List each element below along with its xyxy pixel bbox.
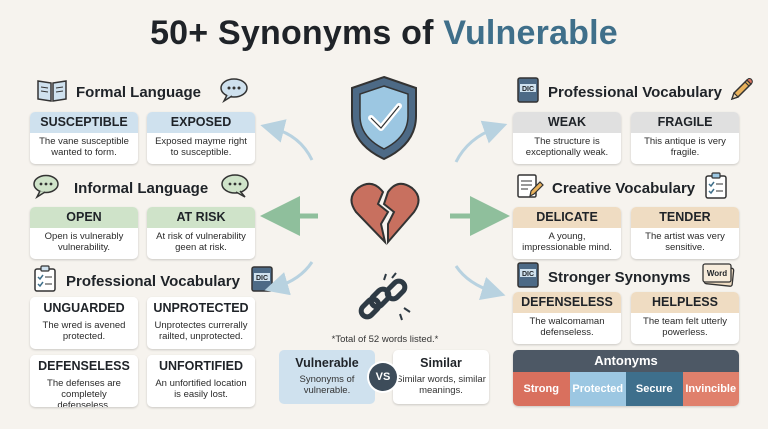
compare-similar-box: Similar Similar words, similar meanings. — [393, 350, 489, 404]
card-desc: Exposed mayme right to susceptible. — [155, 136, 247, 158]
card-word: HELPLESS — [631, 292, 739, 313]
pencil-icon — [728, 77, 754, 107]
card-desc: This antique is very fragile. — [644, 136, 726, 158]
synonym-card: UNGUARDED The wred is avened protected. — [30, 297, 138, 349]
title-accent: Vulnerable — [443, 14, 618, 52]
antonym-item: Invincible — [682, 372, 739, 406]
synonym-card: OPEN Open is vulnerably vulnerability. — [30, 207, 138, 259]
broken-heart-icon — [348, 180, 422, 251]
stronger-section-header: DIC Stronger Synonyms Word — [516, 262, 735, 292]
card-word: TENDER — [631, 207, 739, 228]
card-desc: Unprotectes currerally railted, unprotec… — [154, 320, 248, 342]
arrow-professional — [264, 261, 314, 296]
card-desc: At risk of vulnerability geen at risk. — [156, 231, 246, 253]
creative-section-header: Creative Vocabulary — [516, 172, 729, 204]
clipboard-icon — [703, 172, 729, 204]
card-desc: The artist was very sensitive. — [645, 231, 725, 253]
formal-section-header: Formal Language — [36, 77, 249, 107]
compare-left-title: Vulnerable — [295, 356, 359, 370]
informal-section-title: Informal Language — [74, 179, 209, 197]
professional-right-section-title: Professional Vocabulary — [548, 83, 722, 101]
arrow-stronger — [454, 265, 506, 300]
informal-section-header: Informal Language — [32, 173, 252, 203]
book-icon — [36, 77, 68, 107]
synonym-card: TENDER The artist was very sensitive. — [631, 207, 739, 259]
card-word: UNGUARDED — [30, 297, 138, 317]
card-desc: The structure is exceptionally weak. — [525, 136, 609, 158]
card-word: UNFORTIFIED — [147, 355, 255, 375]
card-word: DEFENSELESS — [30, 355, 138, 375]
arrow-professional-right — [454, 120, 508, 163]
card-desc: Open is vulnerably vulnerability. — [44, 231, 124, 253]
card-desc: The defenses are completely defenseless. — [47, 378, 121, 407]
card-word: AT RISK — [147, 207, 255, 228]
broken-chain-icon — [356, 272, 416, 331]
card-word: SUSCEPTIBLE — [30, 112, 138, 133]
professional-left-section-title: Professional Vocabulary — [66, 272, 240, 290]
dic-label: DIC — [256, 275, 268, 282]
speech-bubble-icon — [32, 173, 66, 203]
synonym-card: DEFENSELESS The defenses are completely … — [30, 355, 138, 407]
synonym-card: UNFORTIFIED An unfortified location is e… — [147, 355, 255, 407]
card-desc: The walcomaman defenseless. — [529, 316, 605, 338]
card-desc: An unfortified location is easily lost. — [155, 378, 247, 400]
card-desc: A young, impressionable mind. — [522, 231, 612, 253]
stronger-section-title: Stronger Synonyms — [548, 268, 691, 286]
document-pencil-icon — [516, 172, 544, 204]
card-desc: The team felt utterly powerless. — [643, 316, 727, 338]
antonyms-row: Strong Protected Secure Invincible — [513, 372, 739, 406]
card-word: EXPOSED — [147, 112, 255, 133]
dictionary-icon: DIC — [516, 261, 540, 293]
compare-right-desc: Similar words, similar meanings. — [396, 374, 486, 396]
antonym-item: Secure — [626, 372, 683, 406]
speech-bubble-icon — [218, 173, 252, 203]
dic-label: DIC — [522, 86, 534, 93]
creative-section-title: Creative Vocabulary — [552, 179, 696, 197]
shield-check-icon — [346, 74, 422, 167]
arrow-formal — [260, 119, 314, 161]
synonym-card: FRAGILE This antique is very fragile. — [631, 112, 739, 164]
dictionary-icon: DIC — [516, 76, 540, 108]
title-text: 50+ Synonyms of — [150, 14, 444, 52]
formal-section-title: Formal Language — [76, 83, 202, 101]
synonym-card: SUSCEPTIBLE The vane susceptible wanted … — [30, 112, 138, 164]
clipboard-icon — [32, 265, 58, 297]
speech-bubble-icon — [219, 77, 249, 107]
synonym-card: WEAK The structure is exceptionally weak… — [513, 112, 621, 164]
card-word: DEFENSELESS — [513, 292, 621, 313]
professional-right-section-header: DIC Professional Vocabulary — [516, 77, 754, 107]
card-desc: The wred is avened protected. — [42, 320, 126, 342]
card-desc: The vane susceptible wanted to form. — [39, 136, 129, 158]
card-word: OPEN — [30, 207, 138, 228]
word-badge-text: Word — [706, 269, 726, 278]
word-card-icon: Word — [701, 262, 735, 292]
synonym-card: UNPROTECTED Unprotectes currerally railt… — [147, 297, 255, 349]
compare-vulnerable-box: Vulnerable Synonyms of vulnerable. — [279, 350, 375, 404]
synonym-card: DELICATE A young, impressionable mind. — [513, 207, 621, 259]
card-word: WEAK — [513, 112, 621, 133]
antonym-item: Strong — [513, 372, 570, 406]
antonyms-title: Antonyms — [513, 350, 739, 372]
synonym-card: DEFENSELESS The walcomaman defenseless. — [513, 292, 621, 344]
page-title: 50+ Synonyms of Vulnerable — [0, 14, 768, 53]
synonym-card: HELPLESS The team felt utterly powerless… — [631, 292, 739, 344]
antonyms-panel: Antonyms Strong Protected Secure Invinci… — [513, 350, 739, 406]
dic-label: DIC — [522, 271, 534, 278]
vs-badge: VS — [369, 363, 397, 391]
synonym-card: EXPOSED Exposed mayme right to susceptib… — [147, 112, 255, 164]
compare-left-desc: Synonyms of vulnerable. — [299, 374, 355, 396]
card-word: FRAGILE — [631, 112, 739, 133]
card-word: UNPROTECTED — [147, 297, 255, 317]
compare-right-title: Similar — [420, 356, 462, 370]
card-word: DELICATE — [513, 207, 621, 228]
total-note: *Total of 52 words listed.* — [331, 334, 439, 345]
synonym-card: AT RISK At risk of vulnerability geen at… — [147, 207, 255, 259]
antonym-item: Protected — [569, 372, 626, 406]
